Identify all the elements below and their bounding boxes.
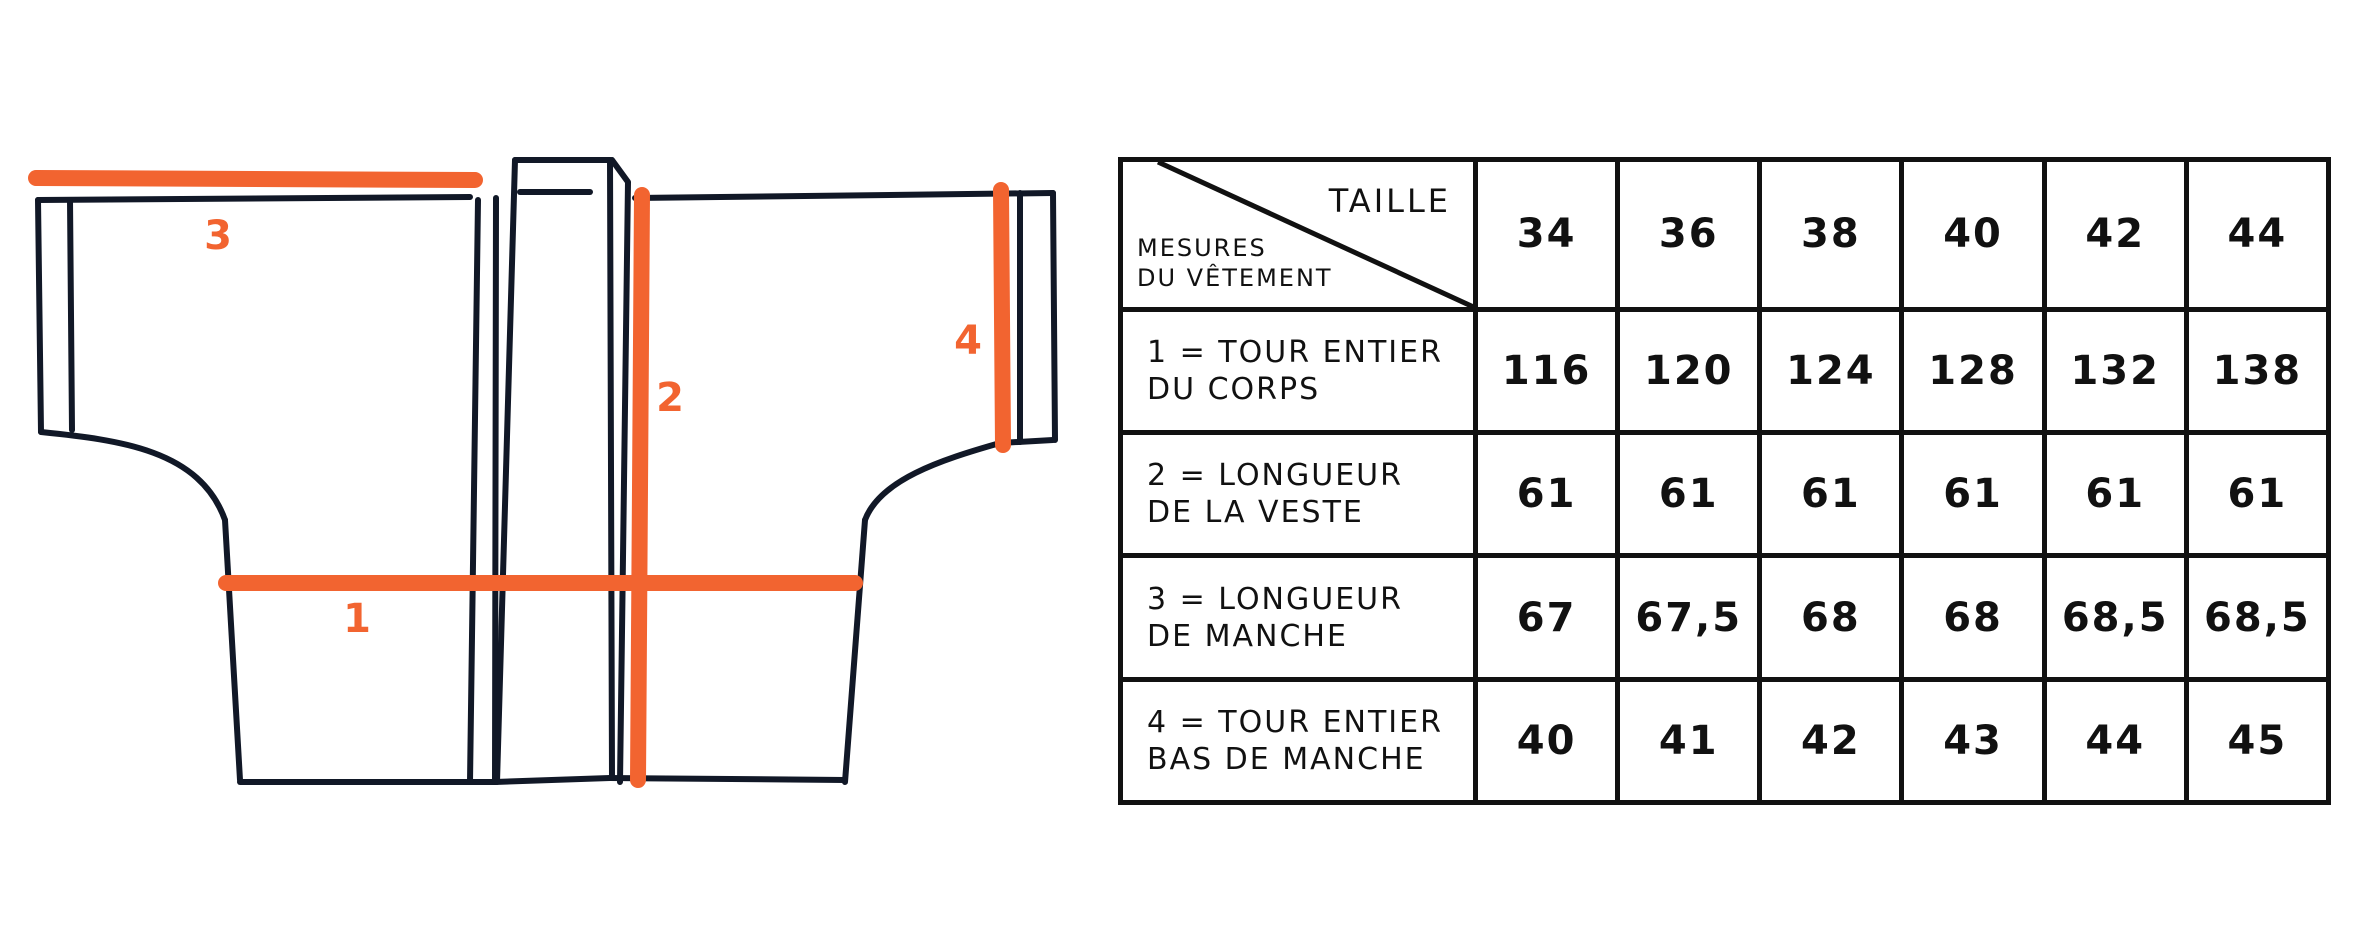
measure-line-2 bbox=[630, 187, 650, 788]
measure-line-3 bbox=[28, 170, 483, 188]
table-cell: 44 bbox=[2041, 676, 2189, 806]
measure-label-1: 1 bbox=[343, 596, 371, 642]
table-cell: 68 bbox=[1899, 553, 2047, 682]
measure-label-4: 4 bbox=[954, 318, 982, 364]
table-cell: 68,5 bbox=[2041, 553, 2189, 682]
measure-lines bbox=[28, 170, 1011, 788]
table-cell: 68,5 bbox=[2183, 553, 2332, 682]
table-cell: 116 bbox=[1472, 306, 1621, 436]
measure-line-4 bbox=[993, 182, 1011, 453]
table-cell: 124 bbox=[1757, 306, 1905, 436]
table-cell: 61 bbox=[1899, 430, 2047, 559]
table-cell: 41 bbox=[1615, 676, 1763, 806]
table-cell: 43 bbox=[1899, 676, 2047, 806]
table-cell: 45 bbox=[2183, 676, 2332, 806]
table-corner-cell: TAILLE MESURES DU VÊTEMENT bbox=[1118, 157, 1478, 312]
table-cell: 67,5 bbox=[1615, 553, 1763, 682]
table-cell: 128 bbox=[1899, 306, 2047, 436]
size-header-34: 34 bbox=[1472, 157, 1621, 312]
table-header-row: TAILLE MESURES DU VÊTEMENT 34 36 38 40 4… bbox=[1118, 157, 2332, 312]
corner-mesures-label: MESURES DU VÊTEMENT bbox=[1137, 233, 1333, 292]
size-header-42: 42 bbox=[2041, 157, 2189, 312]
table-cell: 61 bbox=[1472, 430, 1621, 559]
table-cell: 120 bbox=[1615, 306, 1763, 436]
jacket-sketch: 3 2 4 1 bbox=[28, 157, 1058, 788]
corner-diagonal-line bbox=[1123, 162, 1473, 307]
table-cell: 132 bbox=[2041, 306, 2189, 436]
table-cell: 61 bbox=[2041, 430, 2189, 559]
table-cell: 61 bbox=[2183, 430, 2332, 559]
size-header-40: 40 bbox=[1899, 157, 2047, 312]
table-cell: 42 bbox=[1757, 676, 1905, 806]
size-header-36: 36 bbox=[1615, 157, 1763, 312]
size-header-44: 44 bbox=[2183, 157, 2332, 312]
jacket-outline bbox=[35, 157, 1058, 785]
size-header-38: 38 bbox=[1757, 157, 1905, 312]
measure-label-2: 2 bbox=[656, 375, 684, 421]
table-cell: 138 bbox=[2183, 306, 2332, 436]
table-cell: 67 bbox=[1472, 553, 1621, 682]
table-cell: 61 bbox=[1757, 430, 1905, 559]
table-cell: 40 bbox=[1472, 676, 1621, 806]
table-cell: 61 bbox=[1615, 430, 1763, 559]
corner-taille-label: TAILLE bbox=[1328, 182, 1451, 220]
measure-label-3: 3 bbox=[204, 213, 232, 259]
size-chart-table: TAILLE MESURES DU VÊTEMENT 34 36 38 40 4… bbox=[1118, 157, 2332, 806]
table-cell: 68 bbox=[1757, 553, 1905, 682]
